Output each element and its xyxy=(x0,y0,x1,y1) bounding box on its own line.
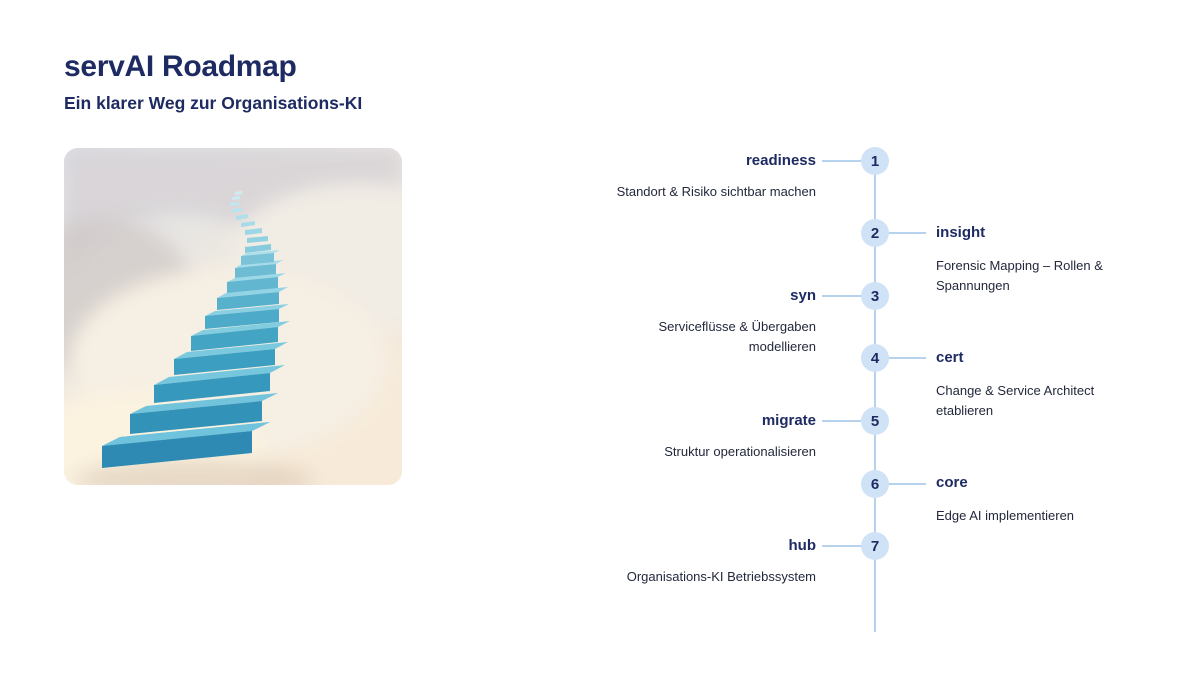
step-connector xyxy=(822,160,862,162)
step-connector xyxy=(822,545,862,547)
step-title: core xyxy=(936,474,968,491)
page-subtitle: Ein klarer Weg zur Organisations-KI xyxy=(64,93,363,113)
step-circle: 5 xyxy=(861,407,889,435)
step-circle: 3 xyxy=(861,282,889,310)
step-title: readiness xyxy=(745,152,816,169)
step-circle: 4 xyxy=(861,344,889,372)
step-title: hub xyxy=(788,537,817,554)
step-desc: Edge AI implementieren xyxy=(936,508,1075,523)
step-title: syn xyxy=(790,287,816,304)
step-desc: Forensic Mapping – Rollen & Spannungen xyxy=(936,258,1103,293)
step-circle: 6 xyxy=(861,470,889,498)
step-desc: Change & Service Architect etablieren xyxy=(936,383,1095,418)
step-desc: Serviceflüsse & Übergaben modellieren xyxy=(658,319,816,354)
step-circle: 1 xyxy=(861,147,889,175)
step-connector xyxy=(822,420,862,422)
step-connector xyxy=(888,483,926,485)
hero-image xyxy=(64,148,402,485)
step-desc: Standort & Risiko sichtbar machen xyxy=(616,184,816,199)
stairs-illustration xyxy=(64,148,402,485)
step-connector xyxy=(822,295,862,297)
step-desc: Organisations-KI Betriebssystem xyxy=(626,569,816,584)
step-desc: Struktur operationalisieren xyxy=(664,444,816,459)
timeline-line xyxy=(874,161,876,632)
step-connector xyxy=(888,357,926,359)
page-title: servAI Roadmap xyxy=(64,50,297,83)
step-title: migrate xyxy=(761,412,816,429)
step-circle: 2 xyxy=(861,219,889,247)
step-title: cert xyxy=(936,349,964,366)
step-circle: 7 xyxy=(861,532,889,560)
step-title: insight xyxy=(936,224,986,241)
step-connector xyxy=(888,232,926,234)
